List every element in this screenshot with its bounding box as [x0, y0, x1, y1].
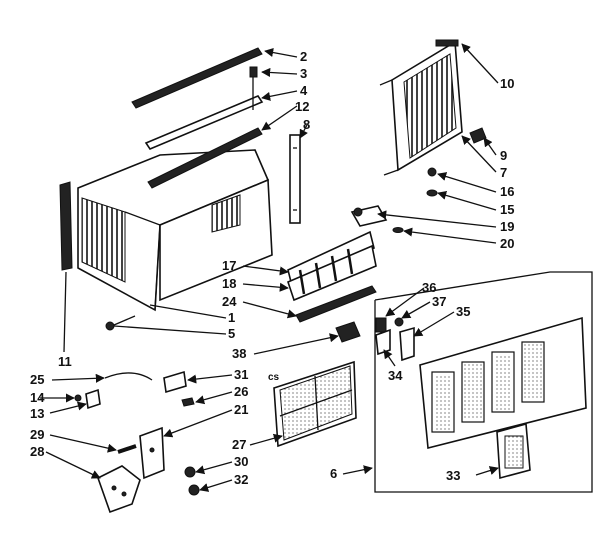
label-5: 5	[228, 326, 235, 341]
label-16: 16	[500, 184, 514, 199]
leader-lines	[40, 43, 499, 492]
label-19: 19	[500, 219, 514, 234]
control-parts	[74, 370, 200, 514]
label-9: 9	[500, 148, 507, 163]
label-6: 6	[330, 466, 337, 481]
label-26: 26	[234, 384, 248, 399]
label-37: 37	[432, 294, 446, 309]
label-8: 8	[303, 117, 310, 132]
small-parts-9-15-16	[426, 127, 487, 197]
label-36: 36	[422, 280, 436, 295]
fan-assembly-part	[287, 205, 404, 323]
part-labels: 2 3 4 12 8 10 9 7 16 15 19 20 17 18 24 1…	[30, 49, 514, 487]
label-14: 14	[30, 390, 45, 405]
label-4: 4	[300, 83, 308, 98]
label-28: 28	[30, 444, 44, 459]
label-30: 30	[234, 454, 248, 469]
label-24: 24	[222, 294, 237, 309]
cabinet-part	[77, 149, 273, 312]
annotation-cs: cs	[268, 372, 280, 383]
top-rail-parts	[131, 47, 264, 189]
label-7: 7	[500, 165, 507, 180]
knob-part	[335, 321, 361, 343]
label-31: 31	[234, 367, 248, 382]
label-33: 33	[446, 468, 460, 483]
label-13: 13	[30, 406, 44, 421]
panel-small-parts	[375, 317, 531, 480]
front-panel-box	[374, 271, 593, 493]
side-strip-part	[59, 181, 73, 271]
label-32: 32	[234, 472, 248, 487]
label-27: 27	[232, 437, 246, 452]
coil-part	[379, 39, 463, 176]
label-25: 25	[30, 372, 44, 387]
label-35: 35	[456, 304, 470, 319]
screw-5-part	[105, 315, 136, 331]
label-21: 21	[234, 402, 248, 417]
label-15: 15	[500, 202, 514, 217]
filter-part	[273, 360, 357, 448]
label-10: 10	[500, 76, 514, 91]
label-17: 17	[222, 258, 236, 273]
label-38: 38	[232, 346, 246, 361]
label-2: 2	[300, 49, 307, 64]
label-12: 12	[295, 99, 309, 114]
bracket-part	[289, 134, 301, 224]
label-3: 3	[300, 66, 307, 81]
label-18: 18	[222, 276, 236, 291]
label-34: 34	[388, 368, 403, 383]
screw-part	[249, 66, 258, 110]
label-1: 1	[228, 310, 235, 325]
label-11: 11	[58, 354, 72, 369]
label-29: 29	[30, 427, 44, 442]
label-20: 20	[500, 236, 514, 251]
